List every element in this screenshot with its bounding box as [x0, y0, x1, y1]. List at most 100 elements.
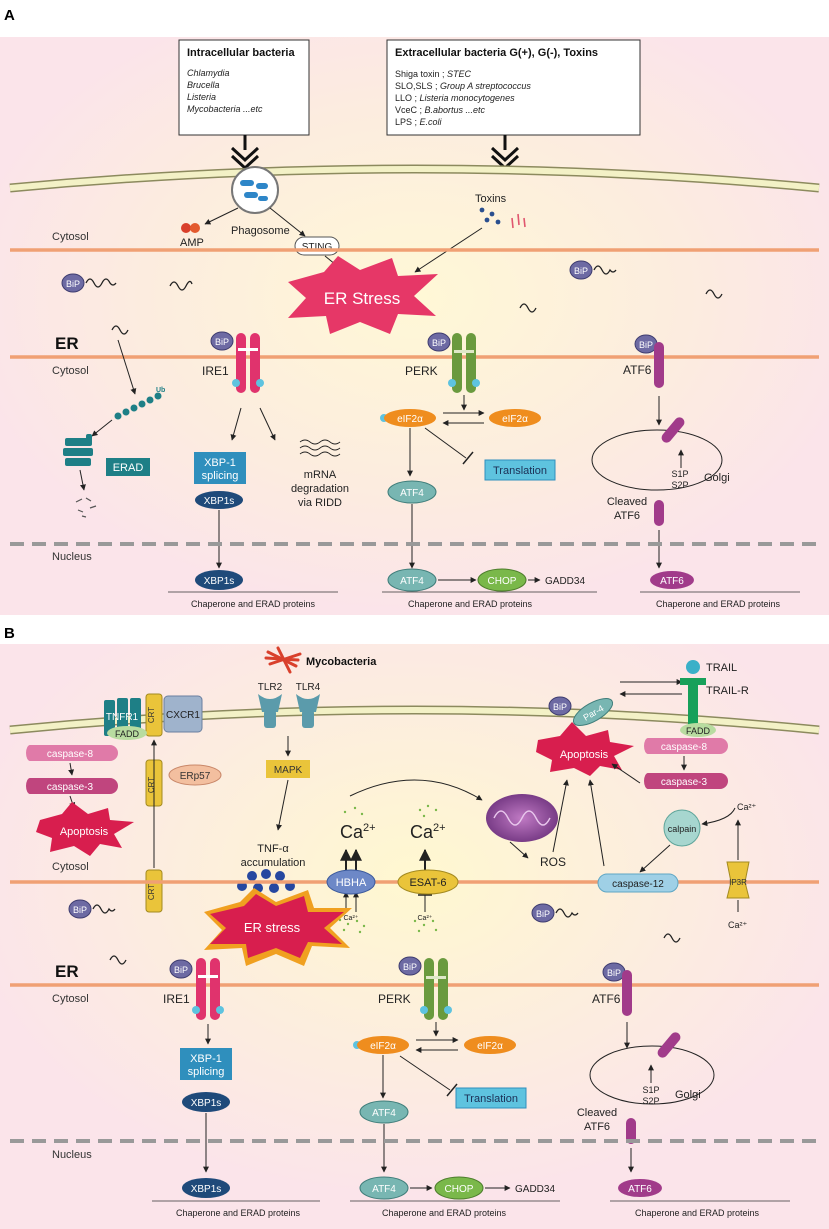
er-stress-burst	[210, 894, 344, 958]
apoptosis-burst	[536, 722, 634, 776]
calpain-circle	[663, 809, 701, 847]
cxcr1-receptor	[163, 695, 203, 733]
ip3r-channel	[726, 861, 750, 899]
mrna-icon	[299, 439, 341, 457]
unfolded-protein-icon	[555, 908, 579, 918]
atf4-pill	[359, 1100, 409, 1124]
crt-membrane	[145, 693, 163, 737]
hbha-pill	[326, 869, 376, 895]
caspase12-label: caspase-12	[612, 879, 664, 890]
intracellular-list: Chlamydia Brucella Listeria Mycobacteria…	[187, 68, 263, 114]
arrow	[701, 807, 736, 827]
atf6-label: ATF6	[623, 363, 652, 377]
caspase3-pill	[26, 778, 118, 794]
translation-label: Translation	[464, 1093, 518, 1105]
bacteria-icon	[240, 180, 268, 201]
hbha-label: HBHA	[336, 877, 367, 889]
arrow	[259, 407, 276, 441]
cytosol-er-label: Cytosol	[52, 993, 89, 1005]
s2p-label: S2P	[642, 1096, 659, 1106]
tlr4-receptor	[296, 694, 320, 728]
crt-label: CRT	[147, 707, 156, 723]
eif2a-pill	[489, 409, 541, 427]
caspase12-pill	[597, 873, 679, 893]
xbp1s-nuclear-label: XBP1s	[191, 1184, 222, 1195]
amp-icon	[181, 223, 200, 233]
calcium-small-label: Ca²⁺	[737, 802, 757, 812]
atf4-nuclear-label: ATF4	[372, 1184, 396, 1195]
translation-box	[484, 459, 556, 481]
calcium-label: Ca2+	[340, 822, 376, 842]
cleaved-atf6-label: ATF6	[584, 1121, 610, 1133]
s1p-label: S1P	[642, 1085, 659, 1095]
tlr2-label: TLR2	[258, 682, 283, 693]
ip3r-label: IP3R	[729, 878, 747, 887]
atf6-nuclear-pill	[650, 571, 694, 589]
extracellular-item: SLO,SLS ; Group A streptococcus	[395, 81, 531, 91]
bip-icon: BiP	[427, 332, 451, 352]
extracellular-item: LPS ; E.coli	[395, 117, 443, 127]
crt-label: CRT	[147, 777, 156, 793]
xbp1s-pill	[182, 1092, 230, 1112]
inhibition-line	[424, 427, 467, 459]
apoptosis-burst	[36, 802, 134, 856]
bip-icon: BiP	[634, 334, 658, 354]
cytosol-er-label: Cytosol	[52, 365, 89, 377]
atf6-nuclear-label: ATF6	[660, 576, 684, 587]
bip-icon: BiP	[548, 696, 572, 716]
svg-text:BiP: BiP	[574, 266, 588, 276]
unfolded-protein-icon	[705, 289, 723, 299]
svg-text:BiP: BiP	[432, 338, 446, 348]
mycobacteria-icon	[264, 646, 302, 674]
xbp1-splicing-label: splicing	[202, 470, 239, 482]
amp-label: AMP	[180, 237, 204, 249]
translation-label: Translation	[493, 465, 547, 477]
erp57-pill	[168, 764, 222, 786]
trail-r-label: TRAIL-R	[706, 685, 749, 697]
xbp1-splicing-label: splicing	[188, 1066, 225, 1078]
phagosome-label: Phagosome	[231, 225, 290, 237]
mrna-label: via RIDD	[298, 497, 342, 509]
bip-icon: BiP	[68, 899, 92, 919]
eif2a-p-pill	[357, 1036, 409, 1054]
apoptosis-label: Apoptosis	[60, 826, 109, 838]
extracellular-list: Shiga toxin ; STEC SLO,SLS ; Group A str…	[395, 69, 531, 127]
ros-label: ROS	[540, 855, 566, 869]
intracellular-item: Brucella	[187, 80, 220, 90]
xbp1s-label: XBP1s	[204, 496, 235, 507]
tnfr1-label: TNFR1	[106, 712, 139, 723]
unfolded-protein-icon	[111, 325, 129, 335]
intracellular-item: Chlamydia	[187, 68, 230, 78]
er-stress-label: ER Stress	[324, 289, 401, 308]
bip-icon: BiP	[61, 273, 85, 293]
cxcr1-label: CXCR1	[166, 710, 200, 721]
unfolded-protein-icon	[109, 955, 127, 965]
chaperone-label: Chaperone and ERAD proteins	[191, 599, 316, 609]
extracellular-box	[386, 39, 641, 136]
degraded-peptides-icon	[75, 497, 97, 518]
golgi-label: Golgi	[675, 1089, 701, 1101]
extracellular-title: Extracellular bacteria G(+), G(-), Toxin…	[395, 47, 598, 59]
erad-box	[106, 458, 150, 476]
extracellular-item: LLO ; Listeria monocytogenes	[395, 93, 515, 103]
eif2a-p-pill	[384, 409, 436, 427]
ub-label: Ub	[156, 387, 165, 394]
intracellular-box	[178, 39, 310, 136]
atf6-nuclear-label: ATF6	[628, 1184, 652, 1195]
ubiquitin-chain-icon	[114, 392, 162, 420]
svg-text:BiP: BiP	[639, 340, 653, 350]
xbp1-splicing-box	[180, 1048, 232, 1080]
xbp1-splicing-label: XBP-1	[190, 1053, 222, 1065]
fadd-label: FADD	[115, 729, 140, 739]
arrow	[276, 779, 289, 831]
eif2a-label: eIF2α	[502, 414, 528, 425]
inhibition-bar	[462, 451, 474, 465]
arrow	[587, 779, 605, 867]
atf6-receptor	[654, 342, 664, 388]
chop-label: CHOP	[488, 576, 517, 587]
erad-label: ERAD	[113, 462, 144, 474]
er-stress-label: ER stress	[244, 920, 301, 935]
par4-pill	[572, 698, 614, 726]
toxin-strands-icon	[511, 213, 526, 229]
trail-r-cap	[680, 678, 706, 685]
